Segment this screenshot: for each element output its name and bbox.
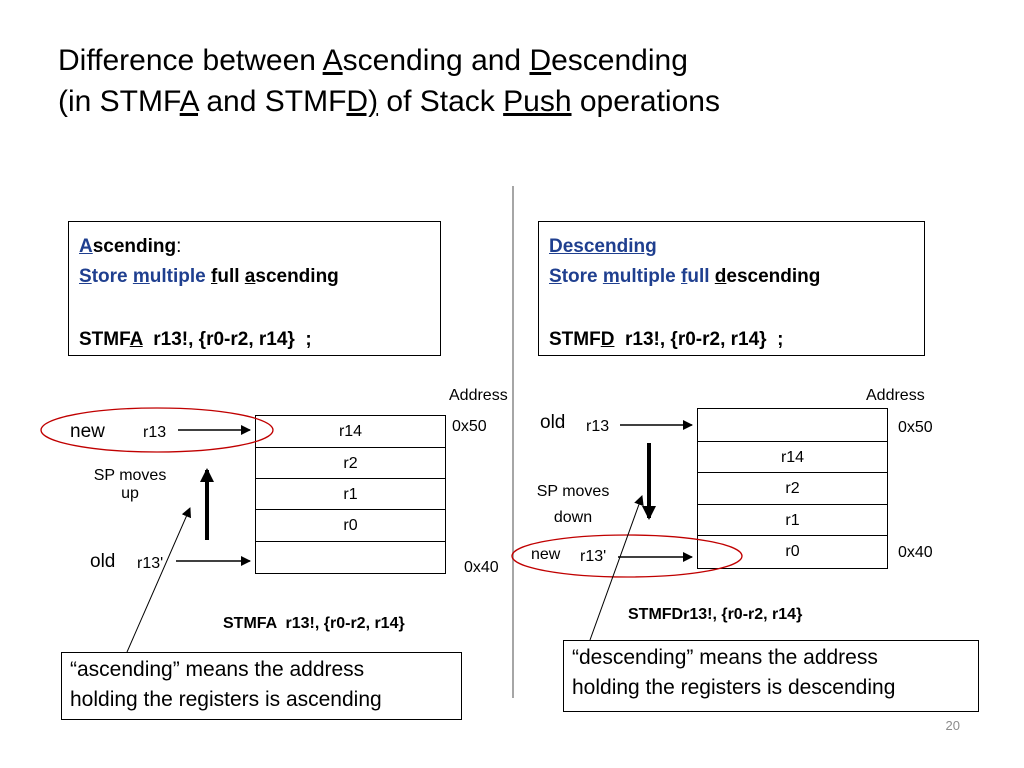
ascending-cell-r0: r0 xyxy=(256,509,445,540)
asc-old-label: old xyxy=(90,551,116,572)
ascending-cell-r1: r1 xyxy=(256,478,445,509)
title-line-2: (in STMFA and STMFD) of Stack Push opera… xyxy=(58,85,720,118)
asc-note-box: “ascending” means the address holding th… xyxy=(61,652,462,720)
ascending-cell-empty xyxy=(256,541,445,572)
asc-addr-bottom: 0x40 xyxy=(464,559,499,576)
descending-cell-r14: r14 xyxy=(698,441,887,472)
desc-new-label: new xyxy=(531,546,561,563)
desc-addr-top: 0x50 xyxy=(898,419,933,436)
descending-cell-r1: r1 xyxy=(698,504,887,535)
desc-old-label: old xyxy=(540,412,566,433)
ascending-code: STMFA r13!, {r0-r2, r14} ; xyxy=(79,329,312,350)
asc-new-label: new xyxy=(70,421,105,442)
desc-note-pointer xyxy=(589,495,644,641)
descending-code: STMFD r13!, {r0-r2, r14} ; xyxy=(549,329,784,350)
asc-new-oval xyxy=(40,407,274,453)
title-line-1: Difference between Ascending and Descend… xyxy=(58,44,688,77)
asc-r13-label: r13 xyxy=(143,424,167,441)
desc-note-box: “descending” means the address holding t… xyxy=(563,640,979,712)
asc-address-label: Address xyxy=(449,387,508,404)
ascending-definition-box: Ascending: Store multiple full ascending… xyxy=(68,221,441,356)
ascending-stack: r14 r2 r1 r0 xyxy=(255,415,446,574)
asc-caption: STMFA r13!, {r0-r2, r14} xyxy=(223,615,405,632)
desc-r13-label: r13 xyxy=(586,418,610,435)
desc-caption: STMFDr13!, {r0-r2, r14} xyxy=(628,606,803,623)
asc-note-pointer xyxy=(126,507,191,653)
desc-addr-bottom: 0x40 xyxy=(898,544,933,561)
ascending-cell-r2: r2 xyxy=(256,447,445,478)
descending-stack: r14 r2 r1 r0 xyxy=(697,408,888,569)
desc-address-label: Address xyxy=(866,387,925,404)
asc-addr-top: 0x50 xyxy=(452,418,487,435)
page-number: 20 xyxy=(945,718,960,733)
descending-expansion: Store multiple full descending xyxy=(549,266,821,287)
slide-title: Difference between Ascending and Descend… xyxy=(58,40,720,122)
descending-cell-r2: r2 xyxy=(698,472,887,503)
asc-r13p-label: r13' xyxy=(137,555,164,572)
desc-r13p-label: r13' xyxy=(580,548,607,565)
descending-cell-r0: r0 xyxy=(698,535,887,566)
desc-new-oval xyxy=(511,534,743,578)
descending-definition-box: Descending Store multiple full descendin… xyxy=(538,221,925,356)
center-divider xyxy=(512,186,514,698)
ascending-heading: Ascending: xyxy=(79,236,182,257)
ascending-expansion: Store multiple full ascending xyxy=(79,266,339,287)
descending-heading: Descending xyxy=(549,236,657,257)
ascending-cell-r14: r14 xyxy=(338,423,363,440)
